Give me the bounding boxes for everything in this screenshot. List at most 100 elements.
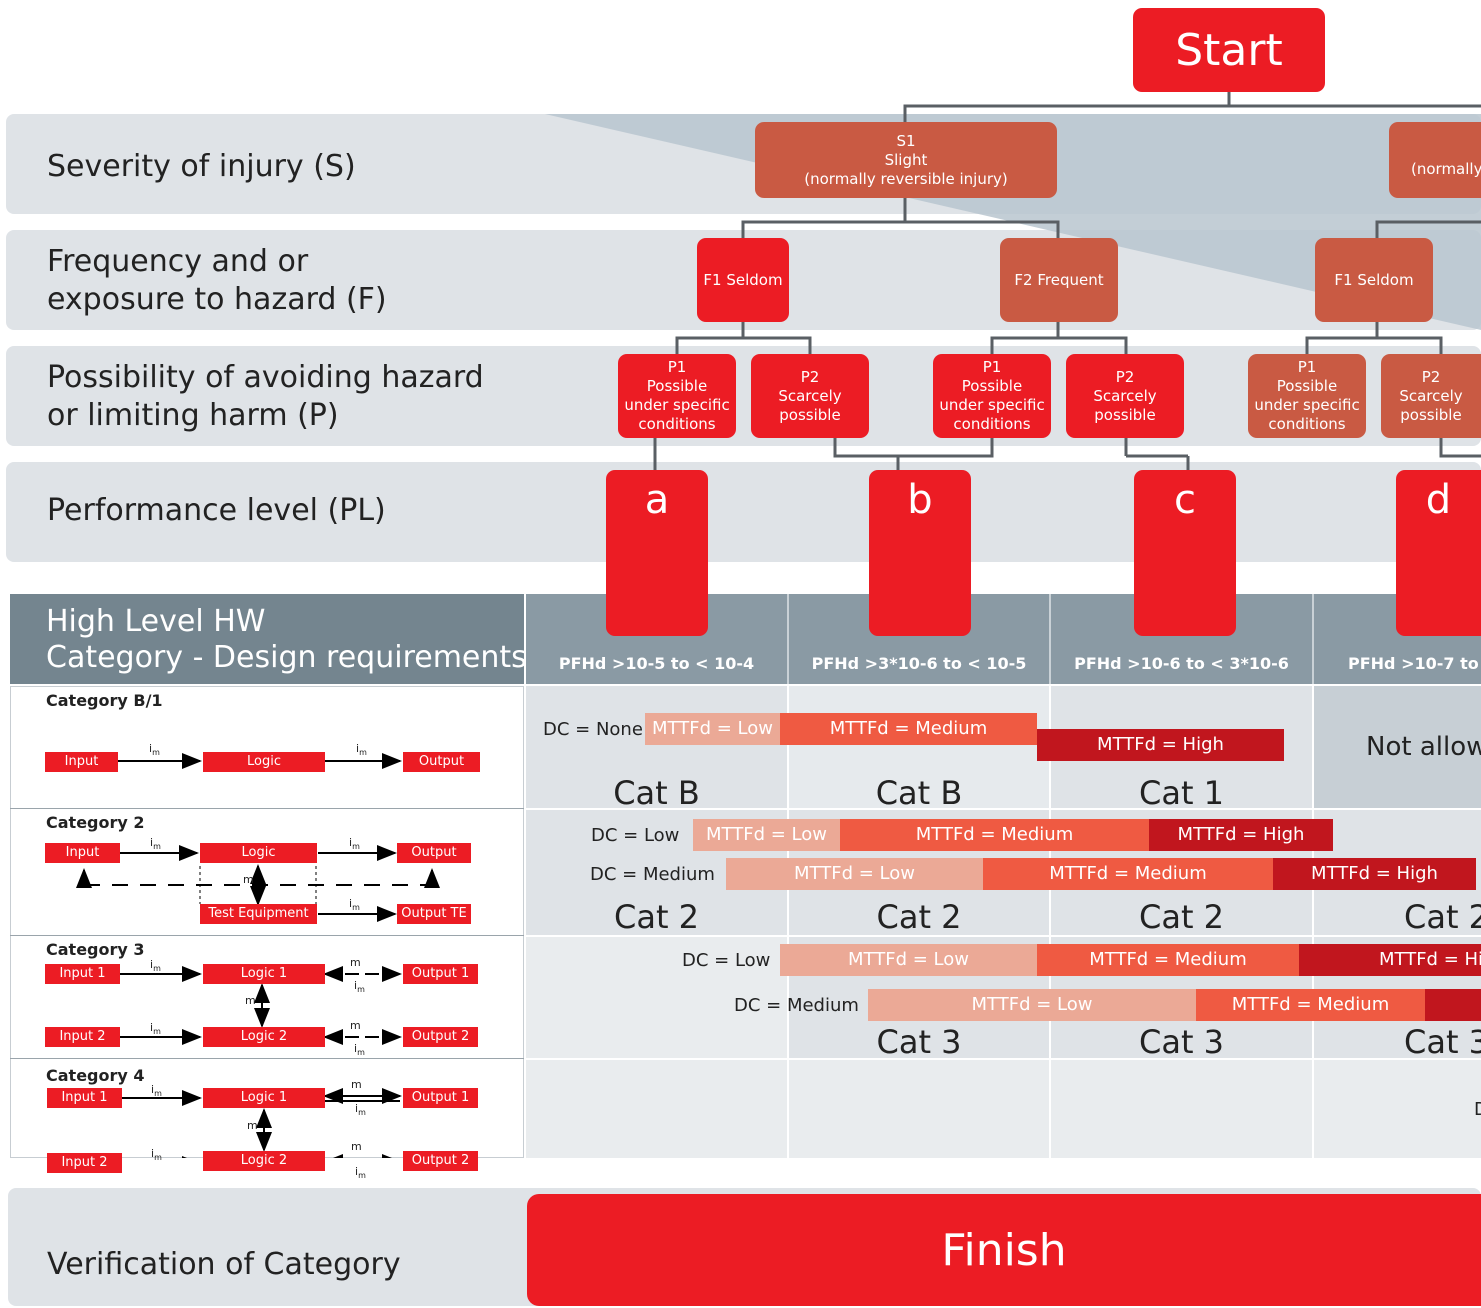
label-im: im bbox=[150, 1021, 161, 1037]
mttfd-bar-high: MTTFd = High bbox=[1273, 858, 1476, 890]
frequency-node-f1-left: F1 Seldom bbox=[697, 238, 789, 322]
col-divider bbox=[1049, 686, 1051, 1158]
chip-logic-1: Logic 1 bbox=[203, 1088, 325, 1108]
category-title: Category 2 bbox=[46, 813, 145, 832]
chip-input: Input bbox=[45, 752, 118, 772]
chip-output-2: Output 2 bbox=[403, 1027, 478, 1047]
cat-result: Cat 2 bbox=[613, 898, 700, 936]
label-m: m bbox=[350, 1019, 361, 1032]
label-im: im bbox=[354, 979, 365, 995]
chip-logic: Logic bbox=[203, 752, 325, 772]
chip-output: Output bbox=[403, 752, 480, 772]
label-im: im bbox=[151, 1083, 162, 1099]
pl-node-c: c bbox=[1134, 470, 1236, 636]
label-im: im bbox=[356, 742, 367, 758]
severity-node-s1: S1 Slight (normally reversible injury) bbox=[755, 122, 1057, 198]
schematic-arrows bbox=[76, 753, 440, 1158]
chip-output-1: Output 1 bbox=[403, 964, 478, 984]
cat-result: Cat 2 bbox=[1404, 898, 1481, 936]
label-m: m bbox=[243, 873, 254, 886]
chip-input: Input bbox=[45, 843, 120, 863]
label-m: m bbox=[350, 956, 361, 969]
label-m: m bbox=[351, 1140, 362, 1153]
severity-label: Severity of injury (S) bbox=[47, 149, 356, 184]
chip-output-1: Output 1 bbox=[403, 1088, 478, 1108]
not-allowed-text: Not allow bbox=[1366, 732, 1481, 762]
header-divider bbox=[1312, 594, 1314, 684]
dc-label: DC = Medium bbox=[734, 995, 859, 1016]
dc-label: DC = Low bbox=[682, 950, 771, 971]
mttfd-bar-high: MTTFd = Hig bbox=[1299, 944, 1481, 976]
chip-output: Output bbox=[397, 843, 471, 863]
label-im: im bbox=[151, 1147, 162, 1163]
dc-label: DC = None bbox=[543, 719, 643, 740]
mttfd-bar-high: MTTFd = High bbox=[1149, 819, 1333, 851]
cat-result: Cat 2 bbox=[876, 898, 962, 936]
pl-node-d: d bbox=[1396, 470, 1481, 636]
mttfd-bar-low: MTTFd = Low bbox=[693, 819, 840, 851]
chip-logic-2: Logic 2 bbox=[203, 1151, 325, 1171]
mttfd-bar-low: MTTFd = Low bbox=[726, 858, 983, 890]
finish-node: Finish bbox=[527, 1194, 1481, 1306]
dc-label: DC = Low bbox=[591, 825, 680, 846]
chip-logic: Logic bbox=[200, 843, 317, 863]
mttfd-bar-medium: MTTFd = Medium bbox=[780, 713, 1037, 745]
grid-cell bbox=[526, 937, 787, 1058]
mttfd-bar-medium: MTTFd = Medium bbox=[1196, 989, 1425, 1021]
label-im: im bbox=[355, 1165, 366, 1181]
category-title: Category 4 bbox=[46, 1066, 145, 1085]
label-im: im bbox=[150, 836, 161, 852]
chip-output-2: Output 2 bbox=[403, 1151, 478, 1171]
label-m: m bbox=[247, 1119, 258, 1132]
col-divider bbox=[787, 686, 789, 1158]
frequency-node-f2: F2 Frequent bbox=[1000, 238, 1118, 322]
label-m: m bbox=[351, 1078, 362, 1091]
row4-edge-text: D bbox=[1474, 1099, 1481, 1120]
cat-result: Cat 1 bbox=[1138, 774, 1225, 812]
chip-output-te: Output TE bbox=[397, 904, 471, 924]
grid-cell bbox=[789, 686, 1049, 808]
cat-result: Cat 3 bbox=[1138, 1023, 1225, 1061]
chip-input-1: Input 1 bbox=[45, 964, 120, 984]
frequency-node-f1-right: F1 Seldom bbox=[1315, 238, 1433, 322]
mttfd-bar-low: MTTFd = Low bbox=[780, 944, 1037, 976]
dc-label: DC = Medium bbox=[590, 864, 715, 885]
row-divider bbox=[10, 808, 524, 809]
label-im: im bbox=[349, 836, 360, 852]
row-divider bbox=[10, 1058, 524, 1059]
start-node: Start bbox=[1133, 8, 1325, 92]
row-sep bbox=[526, 1058, 1481, 1060]
pfhd-a: PFHd >10-5 to < 10-4 bbox=[558, 654, 755, 673]
chip-input-1: Input 1 bbox=[47, 1088, 122, 1108]
pfhd-d: PFHd >10-7 to < bbox=[1348, 654, 1481, 673]
mttfd-bar-low: MTTFd = Low bbox=[645, 713, 780, 745]
possibility-band bbox=[6, 346, 1481, 446]
header-divider bbox=[787, 594, 789, 684]
grid-cell bbox=[1314, 686, 1481, 808]
row-divider bbox=[10, 935, 524, 936]
row-sep bbox=[526, 935, 1481, 937]
label-im: im bbox=[349, 897, 360, 913]
mttfd-bar-low: MTTFd = Low bbox=[868, 989, 1196, 1021]
pl-node-b: b bbox=[869, 470, 971, 636]
grid-cell bbox=[526, 686, 787, 808]
table-header-left bbox=[10, 594, 524, 684]
mttfd-bar-medium: MTTFd = Medium bbox=[840, 819, 1149, 851]
mttfd-bar-high bbox=[1425, 989, 1481, 1021]
category-title: Category 3 bbox=[46, 940, 145, 959]
mttfd-bar-medium: MTTFd = Medium bbox=[983, 858, 1273, 890]
pl-node-a: a bbox=[606, 470, 708, 636]
mttfd-bar-medium: MTTFd = Medium bbox=[1037, 944, 1299, 976]
verification-label: Verification of Category bbox=[47, 1247, 401, 1282]
cat-result: Cat B bbox=[613, 774, 700, 812]
grid-cell bbox=[526, 1060, 1481, 1158]
cat-result: Cat B bbox=[875, 774, 963, 812]
